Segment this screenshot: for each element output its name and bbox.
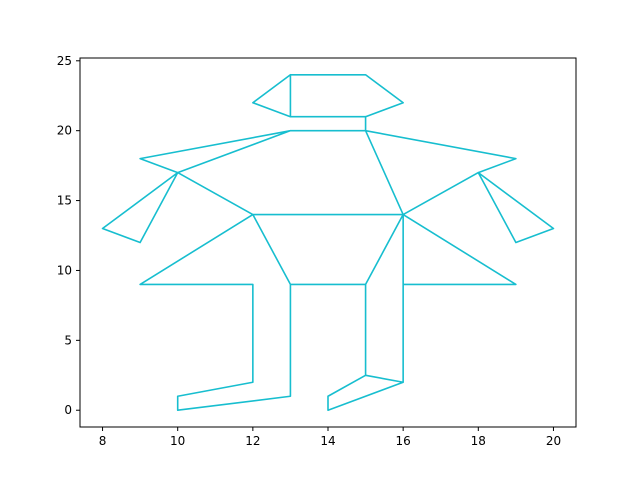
y-tick-label: 10	[57, 263, 72, 277]
y-tick-label: 20	[57, 124, 72, 138]
y-tick-label: 15	[57, 194, 72, 208]
x-tick-label: 10	[170, 434, 185, 448]
x-tick-label: 16	[396, 434, 411, 448]
axes-frame	[79, 57, 577, 428]
x-tick-label: 12	[245, 434, 260, 448]
axes: 8 10 12 14 16 18 20 0 5 10 15 20 25	[57, 54, 577, 448]
x-tick-label: 14	[320, 434, 335, 448]
series-line-0	[101, 73, 555, 412]
y-tick-label: 0	[64, 403, 72, 417]
x-tick-label: 20	[546, 434, 561, 448]
y-tick-label: 5	[64, 333, 72, 347]
x-tick-label: 18	[471, 434, 486, 448]
x-tick-label: 8	[99, 434, 107, 448]
plot-area	[101, 73, 555, 412]
y-tick-label: 25	[57, 54, 72, 68]
